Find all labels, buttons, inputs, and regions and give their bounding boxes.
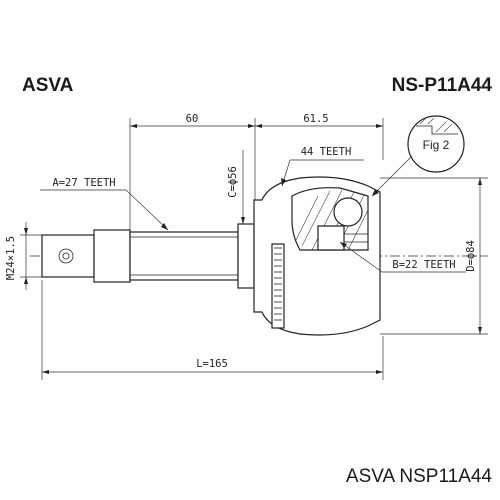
footer-caption: ASVA NSP11A44 — [346, 466, 493, 487]
ball-bearing — [333, 197, 363, 227]
c-diameter-dimension: C=ϕ56 — [227, 150, 245, 224]
detail-circle — [407, 115, 465, 173]
shaft — [41, 176, 381, 336]
teeth-44-callout: 44 TEETH — [281, 146, 364, 187]
length-61-5-label: 61.5 — [303, 113, 328, 125]
total-length-label: L=165 — [196, 358, 228, 370]
part-number-label: NS-P11A44 — [392, 75, 493, 96]
length-60-label: 60 — [186, 113, 199, 125]
fig2-detail: Fig 2 — [371, 115, 465, 197]
abs-tone-ring — [271, 243, 285, 329]
d-diameter-label: D=ϕ84 — [465, 240, 477, 272]
b-teeth-label: B=22 TEETH — [392, 259, 455, 271]
thread-dimension: M24×1.5 — [5, 222, 42, 290]
fig2-label: Fig 2 — [423, 138, 450, 152]
splined-shaft — [129, 231, 239, 281]
thread-label: M24×1.5 — [5, 236, 17, 280]
top-dimension: 60 61.5 — [129, 113, 384, 238]
cotter-hole — [58, 248, 74, 264]
d-diameter-dimension: D=ϕ84 — [380, 177, 488, 335]
a-teeth-callout: A=27 TEETH — [40, 177, 169, 231]
c-diameter-label: C=ϕ56 — [227, 166, 239, 198]
thread-end — [41, 234, 95, 278]
total-length-dimension: L=165 — [41, 280, 384, 380]
inner-race — [317, 225, 345, 251]
teeth-44-label: 44 TEETH — [301, 146, 352, 158]
brand-label: ASVA — [22, 75, 74, 96]
b-teeth-callout: B=22 TEETH — [339, 241, 466, 273]
a-teeth-label: A=27 TEETH — [52, 177, 115, 189]
